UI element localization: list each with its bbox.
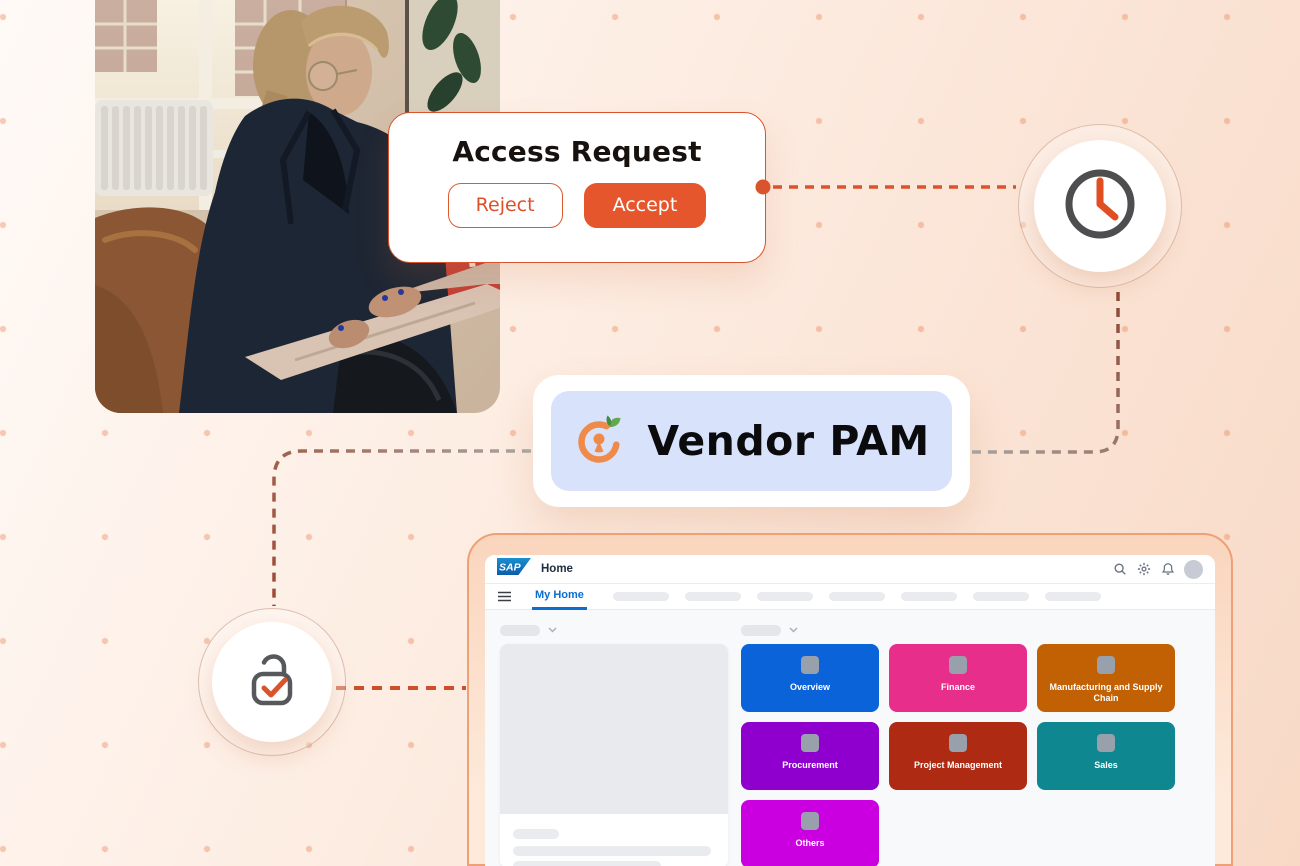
user-avatar[interactable] <box>1184 559 1203 579</box>
tile-label: Others <box>795 838 825 848</box>
tile-icon-placeholder <box>949 656 967 674</box>
tab-placeholder[interactable] <box>612 592 669 601</box>
tab-placeholder[interactable] <box>684 592 741 601</box>
tile-grid: Overview Finance Manufacturing and Supply … <box>741 644 1200 866</box>
search-icon[interactable] <box>1112 562 1127 577</box>
tile-label: Sales <box>1094 760 1118 770</box>
dashboard-frame: SAP Home <box>467 533 1233 866</box>
tile-finance[interactable]: Finance <box>889 644 1027 712</box>
tab-placeholder[interactable] <box>1044 592 1101 601</box>
sap-dashboard-screen: SAP Home <box>485 555 1215 866</box>
tile-label: Finance <box>940 682 975 692</box>
sap-logo: SAP <box>497 558 531 580</box>
unlock-circle <box>198 608 346 756</box>
clock-circle <box>1018 124 1182 288</box>
image-placeholder <box>500 644 728 814</box>
section-title-placeholder <box>500 624 540 636</box>
tile-icon-placeholder <box>1097 734 1115 752</box>
card-text-skeleton <box>500 814 728 866</box>
tile-label: Overview <box>789 682 831 692</box>
skeleton-line <box>513 861 661 866</box>
unlock-check-icon <box>240 648 304 717</box>
tile-manufacturing-and-supply-chain[interactable]: Manufacturing and Supply Chain <box>1037 644 1175 712</box>
tile-label: Project Management <box>913 760 1003 770</box>
tile-procurement[interactable]: Procurement <box>741 722 879 790</box>
keyhole-brand-icon <box>573 413 625 470</box>
tile-icon-placeholder <box>801 812 819 830</box>
clock-icon <box>1058 162 1142 251</box>
tile-icon-placeholder <box>801 734 819 752</box>
tile-icon-placeholder <box>1097 656 1115 674</box>
svg-text:SAP: SAP <box>499 562 522 574</box>
tile-label: Manufacturing and Supply Chain <box>1049 682 1163 703</box>
tab-placeholders <box>612 592 1101 601</box>
vendor-pam-label: Vendor PAM <box>647 417 930 465</box>
spaces-section: Overview Finance Manufacturing and Supply … <box>741 623 1200 866</box>
left-section <box>500 623 728 866</box>
tab-placeholder[interactable] <box>828 592 885 601</box>
spaces-section-header <box>741 623 1200 637</box>
tile-others[interactable]: Others <box>741 800 879 866</box>
news-card-placeholder[interactable] <box>500 644 728 866</box>
page-title: Home <box>541 563 573 575</box>
access-request-title: Access Request <box>452 135 702 168</box>
tab-my-home[interactable]: My Home <box>532 584 587 610</box>
clock-circle-inner <box>1034 140 1166 272</box>
tab-placeholder[interactable] <box>900 592 957 601</box>
tab-placeholder[interactable] <box>972 592 1029 601</box>
dashboard-tabbar: My Home <box>485 584 1215 610</box>
tab-placeholder[interactable] <box>756 592 813 601</box>
tile-icon-placeholder <box>949 734 967 752</box>
tile-icon-placeholder <box>801 656 819 674</box>
tile-label: Procurement <box>782 760 838 770</box>
unlock-circle-inner <box>212 622 332 742</box>
chevron-down-icon[interactable] <box>548 627 557 633</box>
tile-sales[interactable]: Sales <box>1037 722 1175 790</box>
vendor-pam-card: Vendor PAM <box>533 375 970 507</box>
chevron-down-icon[interactable] <box>789 627 798 633</box>
skeleton-line <box>513 829 559 839</box>
menu-hamburger-icon[interactable] <box>497 589 512 604</box>
skeleton-line <box>513 846 711 856</box>
notifications-bell-icon[interactable] <box>1160 562 1175 577</box>
accept-button[interactable]: Accept <box>583 183 707 228</box>
tile-project-management[interactable]: Project Management <box>889 722 1027 790</box>
dashboard-content: Overview Finance Manufacturing and Supply … <box>485 610 1215 866</box>
left-section-header <box>500 623 728 637</box>
section-title-placeholder <box>741 624 781 636</box>
vendor-pam-panel: Vendor PAM <box>551 391 952 491</box>
access-request-card: Access Request Reject Accept <box>388 112 766 263</box>
reject-button[interactable]: Reject <box>447 183 563 228</box>
settings-gear-icon[interactable] <box>1136 562 1151 577</box>
dashboard-header: SAP Home <box>485 555 1215 584</box>
tile-overview[interactable]: Overview <box>741 644 879 712</box>
